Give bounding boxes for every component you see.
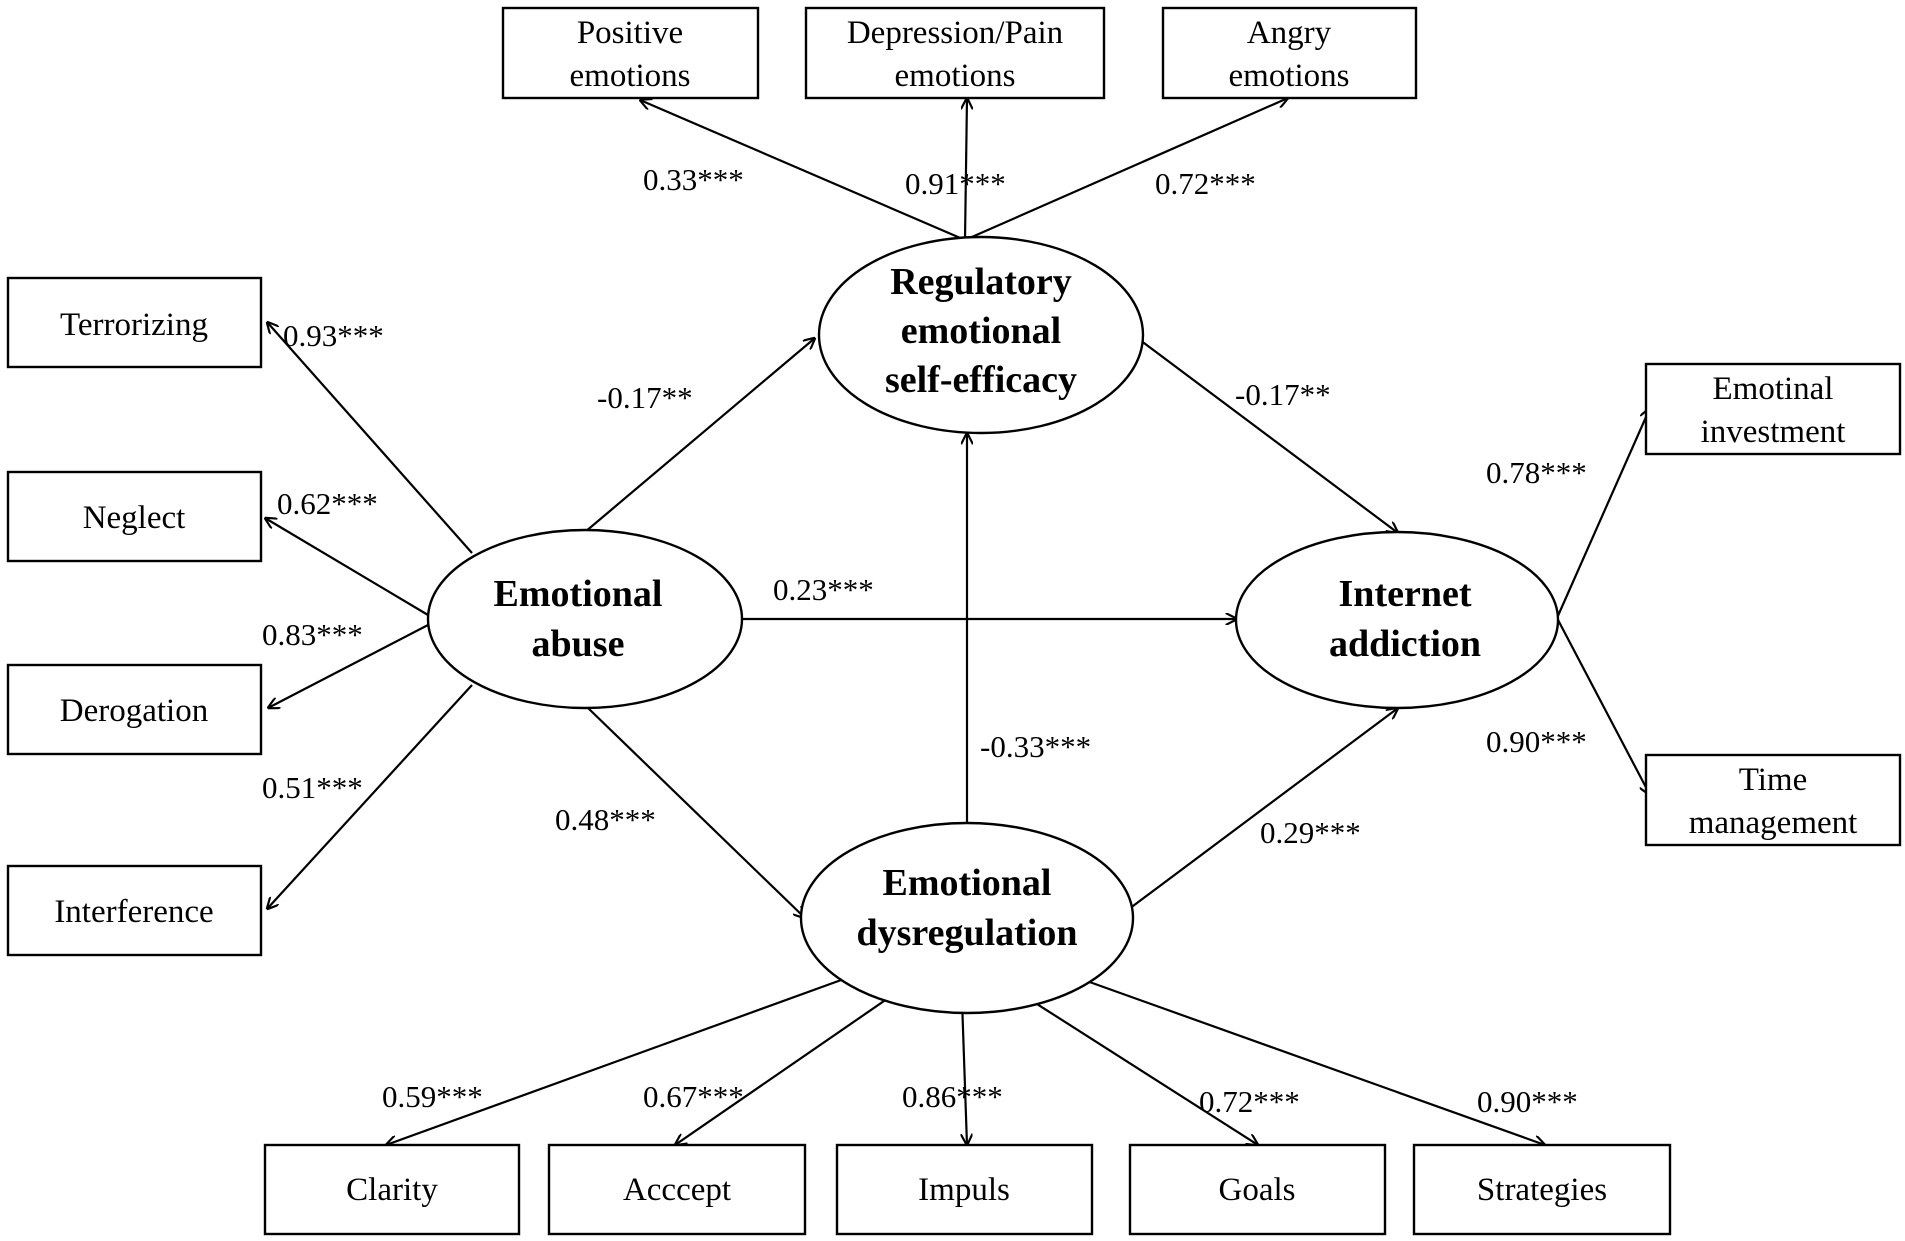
coef-interference: 0.51***: [262, 770, 363, 805]
edge-dysregulation-to-impuls: [962, 999, 967, 1145]
latent-self-efficacy-label-3: self-efficacy: [885, 359, 1077, 401]
indicator-time-management-label-2: management: [1689, 805, 1858, 841]
indicator-clarity-label: Clarity: [346, 1172, 438, 1208]
coef-impuls: 0.86***: [902, 1079, 1003, 1114]
edge-self-efficacy-to-angry-emotions: [964, 98, 1288, 242]
indicator-derogation: Derogation: [6, 663, 263, 756]
indicator-terrorizing-label: Terrorizing: [60, 307, 208, 343]
coef-emotional-investment: 0.78***: [1486, 455, 1587, 490]
edge-abuse-to-derogation: [268, 624, 429, 708]
edge-abuse-to-terrorizing: [267, 322, 473, 554]
indicator-time-management-label-1: Time: [1739, 762, 1807, 798]
indicator-positive-emotions: Positive emotions: [501, 6, 760, 100]
latent-dysregulation-label-1: Emotional: [883, 862, 1052, 904]
indicator-interference-label: Interference: [54, 894, 213, 930]
indicator-goals-label: Goals: [1219, 1172, 1296, 1208]
latent-self-efficacy-label-2: emotional: [901, 310, 1061, 352]
indicator-clarity: Clarity: [263, 1143, 521, 1236]
indicator-interference: Interference: [6, 864, 263, 957]
indicator-accept: Acccept: [547, 1143, 807, 1236]
indicator-depression-pain-emotions: Depression/Pain emotions: [804, 6, 1106, 100]
indicator-depression-label-2: emotions: [895, 58, 1016, 94]
latent-internet-label-1: Internet: [1339, 573, 1472, 615]
latent-abuse-label-2: abuse: [532, 623, 625, 665]
indicator-strategies-label: Strategies: [1477, 1172, 1607, 1208]
indicator-emotional-investment-label-2: investment: [1701, 414, 1846, 450]
indicator-impuls: Impuls: [835, 1143, 1094, 1236]
latent-internet-addiction: Internet addiction: [1234, 530, 1560, 710]
edge-self-efficacy-to-internet: [1139, 339, 1398, 533]
coef-dysregulation-to-internet: 0.29***: [1260, 815, 1361, 850]
coef-accept: 0.67***: [643, 1079, 744, 1114]
edge-self-efficacy-to-positive-emotions: [640, 100, 966, 242]
edge-abuse-to-self-efficacy: [584, 338, 815, 533]
coefficients: 0.33*** 0.91*** 0.72*** 0.93*** 0.62*** …: [262, 162, 1587, 1119]
coef-dysregulation-to-self-efficacy: -0.33***: [980, 729, 1091, 764]
indicator-derogation-label: Derogation: [60, 693, 208, 729]
indicator-impuls-label: Impuls: [918, 1172, 1010, 1208]
edge-internet-to-emotional-investment: [1555, 408, 1650, 619]
indicator-emotional-investment: Emotinal investment: [1644, 362, 1902, 456]
latent-abuse-label-1: Emotional: [494, 573, 663, 615]
indicator-angry-emotions-label-2: emotions: [1229, 58, 1350, 94]
coef-goals: 0.72***: [1199, 1084, 1300, 1119]
edge-dysregulation-to-internet: [1124, 708, 1398, 913]
coef-terrorizing: 0.93***: [283, 318, 384, 353]
indicator-goals: Goals: [1128, 1143, 1387, 1236]
latent-self-efficacy-label-1: Regulatory: [890, 261, 1072, 303]
coef-depression-pain-emotions: 0.91***: [905, 166, 1006, 201]
latent-internet-label-2: addiction: [1329, 623, 1481, 665]
edge-dysregulation-to-clarity: [386, 973, 856, 1145]
indicator-positive-emotions-label-1: Positive: [577, 15, 683, 51]
edge-dysregulation-to-strategies: [1069, 973, 1545, 1145]
coef-clarity: 0.59***: [382, 1079, 483, 1114]
coef-abuse-to-internet: 0.23***: [773, 572, 874, 607]
indicator-neglect: Neglect: [6, 470, 263, 563]
indicator-depression-label-1: Depression/Pain: [847, 15, 1063, 51]
coef-time-management: 0.90***: [1486, 724, 1587, 759]
coef-strategies: 0.90***: [1477, 1084, 1578, 1119]
edge-abuse-to-neglect: [265, 518, 429, 616]
indicator-terrorizing: Terrorizing: [6, 276, 263, 369]
coef-derogation: 0.83***: [262, 617, 363, 652]
edge-abuse-to-interference: [267, 684, 473, 909]
indicator-neglect-label: Neglect: [83, 500, 186, 536]
coef-angry-emotions: 0.72***: [1155, 166, 1256, 201]
coef-positive-emotions: 0.33***: [643, 162, 744, 197]
edge-dysregulation-to-goals: [1014, 989, 1258, 1145]
indicator-strategies: Strategies: [1412, 1143, 1672, 1236]
latent-emotional-dysregulation: Emotional dysregulation: [799, 821, 1135, 1015]
edge-internet-to-time-management: [1556, 617, 1650, 795]
coef-neglect: 0.62***: [277, 486, 378, 521]
edges: [265, 98, 1650, 1145]
coef-abuse-to-self-efficacy: -0.17**: [597, 380, 693, 415]
latent-self-efficacy: Regulatory emotional self-efficacy: [817, 235, 1145, 435]
coef-abuse-to-dysregulation: 0.48***: [555, 802, 656, 837]
coef-self-efficacy-to-internet: -0.17**: [1235, 377, 1331, 412]
latent-emotional-abuse: Emotional abuse: [426, 528, 744, 710]
indicator-time-management: Time management: [1644, 753, 1902, 847]
edge-dysregulation-to-accept: [675, 989, 901, 1145]
indicator-angry-emotions: Angry emotions: [1161, 6, 1418, 100]
latent-dysregulation-label-2: dysregulation: [856, 912, 1077, 954]
indicator-angry-emotions-label-1: Angry: [1247, 15, 1332, 51]
indicator-positive-emotions-label-2: emotions: [570, 58, 691, 94]
indicator-emotional-investment-label-1: Emotinal: [1713, 371, 1834, 407]
edge-abuse-to-dysregulation: [587, 707, 805, 918]
edge-self-efficacy-to-depression-emotions: [965, 98, 967, 241]
indicator-accept-label: Acccept: [623, 1172, 731, 1208]
